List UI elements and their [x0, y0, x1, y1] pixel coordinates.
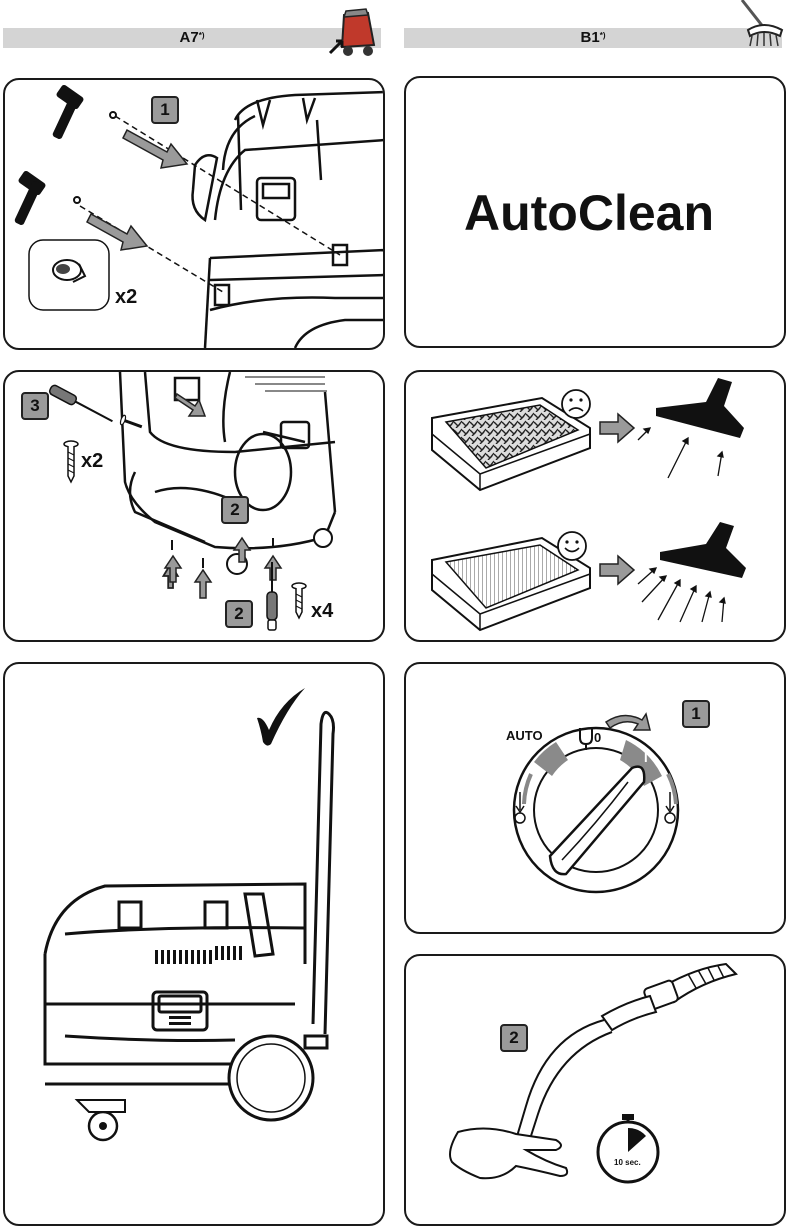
step-number-badge: 1 [151, 96, 179, 124]
vacuum-icon [328, 8, 376, 56]
step-number-badge: 2 [500, 1024, 528, 1052]
dial-on-label: I [644, 750, 648, 765]
illustration-filters [431, 378, 746, 632]
step-number-badge-2-bottom: 2 [225, 600, 253, 628]
step-number-badge: 1 [682, 700, 710, 728]
timer-icon [596, 1114, 660, 1184]
plug-icon [579, 728, 593, 750]
panel-a7-assembled-vacuum [3, 662, 385, 1226]
header-b1-label: B1 [580, 29, 600, 46]
panel-b1-title: AutoClean [404, 76, 786, 348]
dial-auto-label: AUTO [506, 728, 543, 743]
illustration-chassis [48, 372, 337, 631]
step-number-badge-2-top: 2 [221, 496, 249, 524]
header-bar-a7: A7*) [3, 28, 381, 48]
brush-icon [740, 0, 784, 47]
autoclean-title: AutoClean [464, 185, 714, 241]
timer-label: 10 sec. [614, 1158, 641, 1167]
dial-off-label: 0 [594, 730, 602, 745]
header-bar-b1: B1*) [404, 28, 782, 48]
panel-b1-switch-to-on: AUTO 0 I 1 [404, 662, 786, 934]
header-a7-label: A7 [179, 29, 199, 46]
sad-face-icon [561, 389, 591, 419]
panel-a7-attach-wheels: 3 2 2 x2 x4 [3, 370, 385, 642]
happy-face-icon [557, 531, 587, 561]
illustration-selector-dial [512, 712, 680, 894]
panel-b1-suction-test: 2 10 sec. [404, 954, 786, 1226]
illustration-hose-hand [449, 962, 738, 1184]
header-a7-footnote: *) [198, 31, 205, 40]
step-number-badge-3: 3 [21, 392, 49, 420]
quantity-label: x2 [115, 286, 138, 308]
panel-a7-remove-handle: 1 x2 [3, 78, 385, 350]
panel-b1-filter-comparison [404, 370, 786, 642]
checkmark-icon [257, 688, 305, 746]
illustration-handle-removal [14, 84, 383, 348]
header-b1-footnote: *) [599, 31, 606, 40]
quantity-label-screws: x2 [81, 450, 104, 472]
illustration-assembled-vacuum [43, 688, 335, 1142]
quantity-label-screws-bottom: x4 [311, 600, 334, 622]
